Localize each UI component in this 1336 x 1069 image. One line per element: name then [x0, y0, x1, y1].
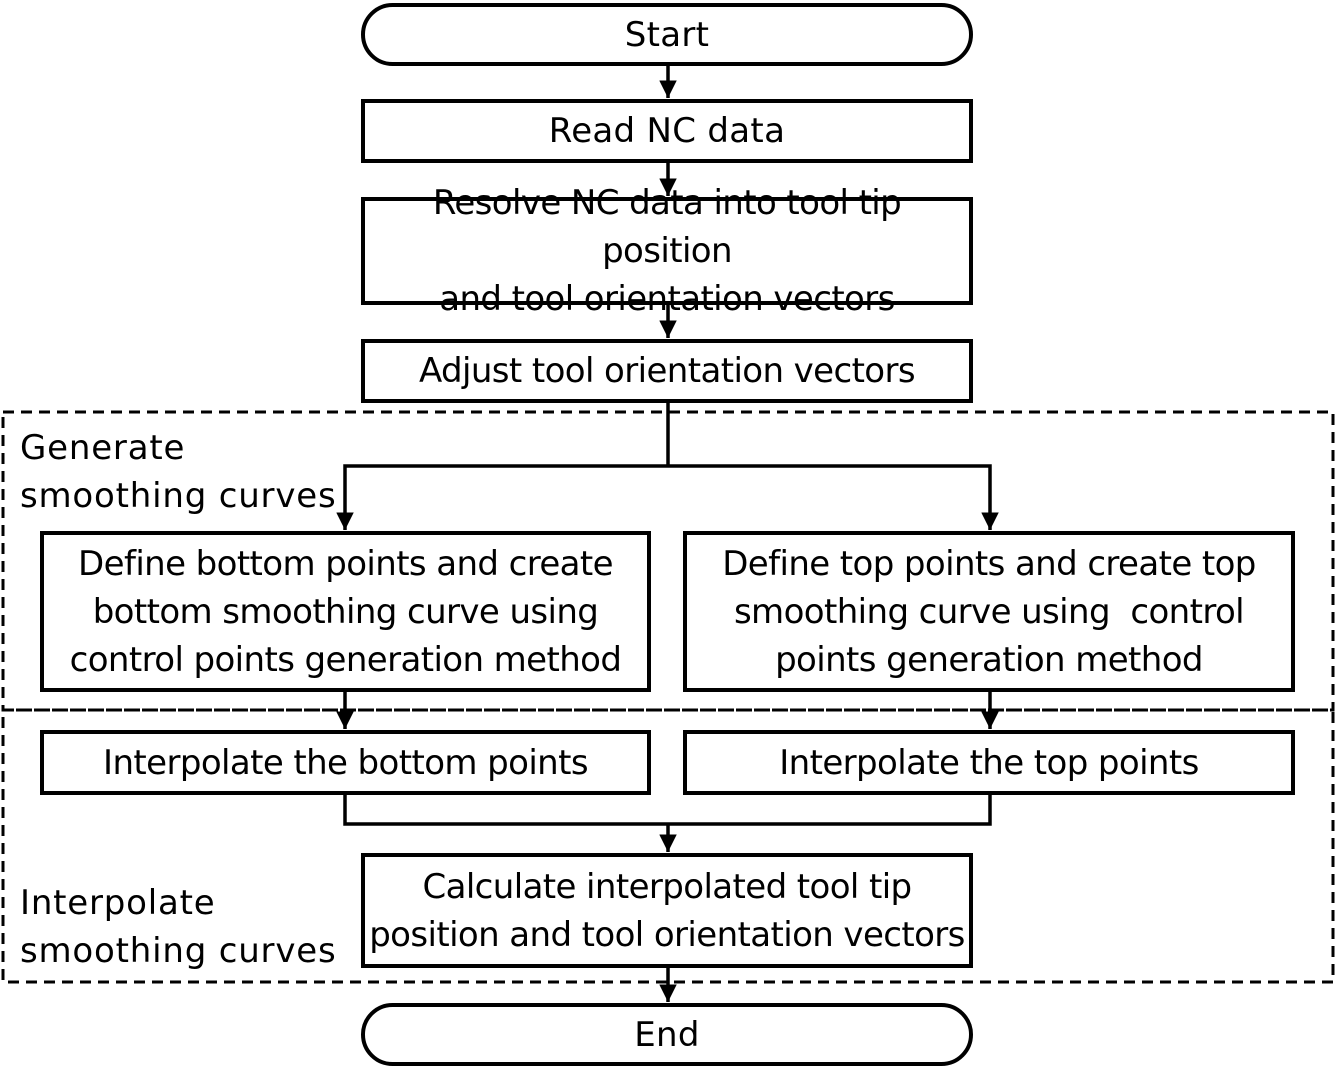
node-define-top-points: Define top points and create top smoothi… [683, 531, 1295, 692]
node-calculate-interpolated-label: Calculate interpolated tool tip position… [369, 866, 965, 955]
node-resolve-nc-data: Resolve NC data into tool tip position a… [361, 183, 973, 319]
node-resolve-nc-data-label: Resolve NC data into tool tip position a… [432, 183, 902, 319]
group-box-generate [1, 410, 1335, 712]
node-read-nc-data-label: Read NC data [548, 111, 786, 151]
arrow-split-to-bottom [336, 464, 668, 530]
node-adjust-orientation: Adjust tool orientation vectors [361, 339, 973, 403]
group-label-interpolate: Interpolate smoothing curves [20, 883, 337, 971]
node-interpolate-top: Interpolate the top points [683, 730, 1295, 795]
connector-merge [343, 795, 992, 826]
node-read-nc-data: Read NC data [361, 99, 973, 163]
node-end-label: End [634, 1014, 700, 1055]
node-define-top-points-label: Define top points and create top smoothi… [722, 543, 1256, 680]
group-label-generate: Generate smoothing curves [20, 428, 337, 516]
node-start: Start [361, 3, 973, 66]
group-box-interpolate [1, 708, 1335, 984]
arrow-split-to-top [668, 464, 999, 530]
node-interpolate-top-label: Interpolate the top points [779, 742, 1199, 783]
node-adjust-orientation-label: Adjust tool orientation vectors [418, 351, 916, 391]
node-interpolate-bottom: Interpolate the bottom points [40, 730, 651, 795]
node-start-label: Start [624, 14, 710, 55]
node-calculate-interpolated: Calculate interpolated tool tip position… [361, 853, 973, 968]
node-interpolate-bottom-label: Interpolate the bottom points [103, 742, 589, 783]
node-define-bottom-points: Define bottom points and create bottom s… [40, 531, 651, 692]
node-define-bottom-points-label: Define bottom points and create bottom s… [69, 543, 622, 680]
node-end: End [361, 1003, 973, 1066]
